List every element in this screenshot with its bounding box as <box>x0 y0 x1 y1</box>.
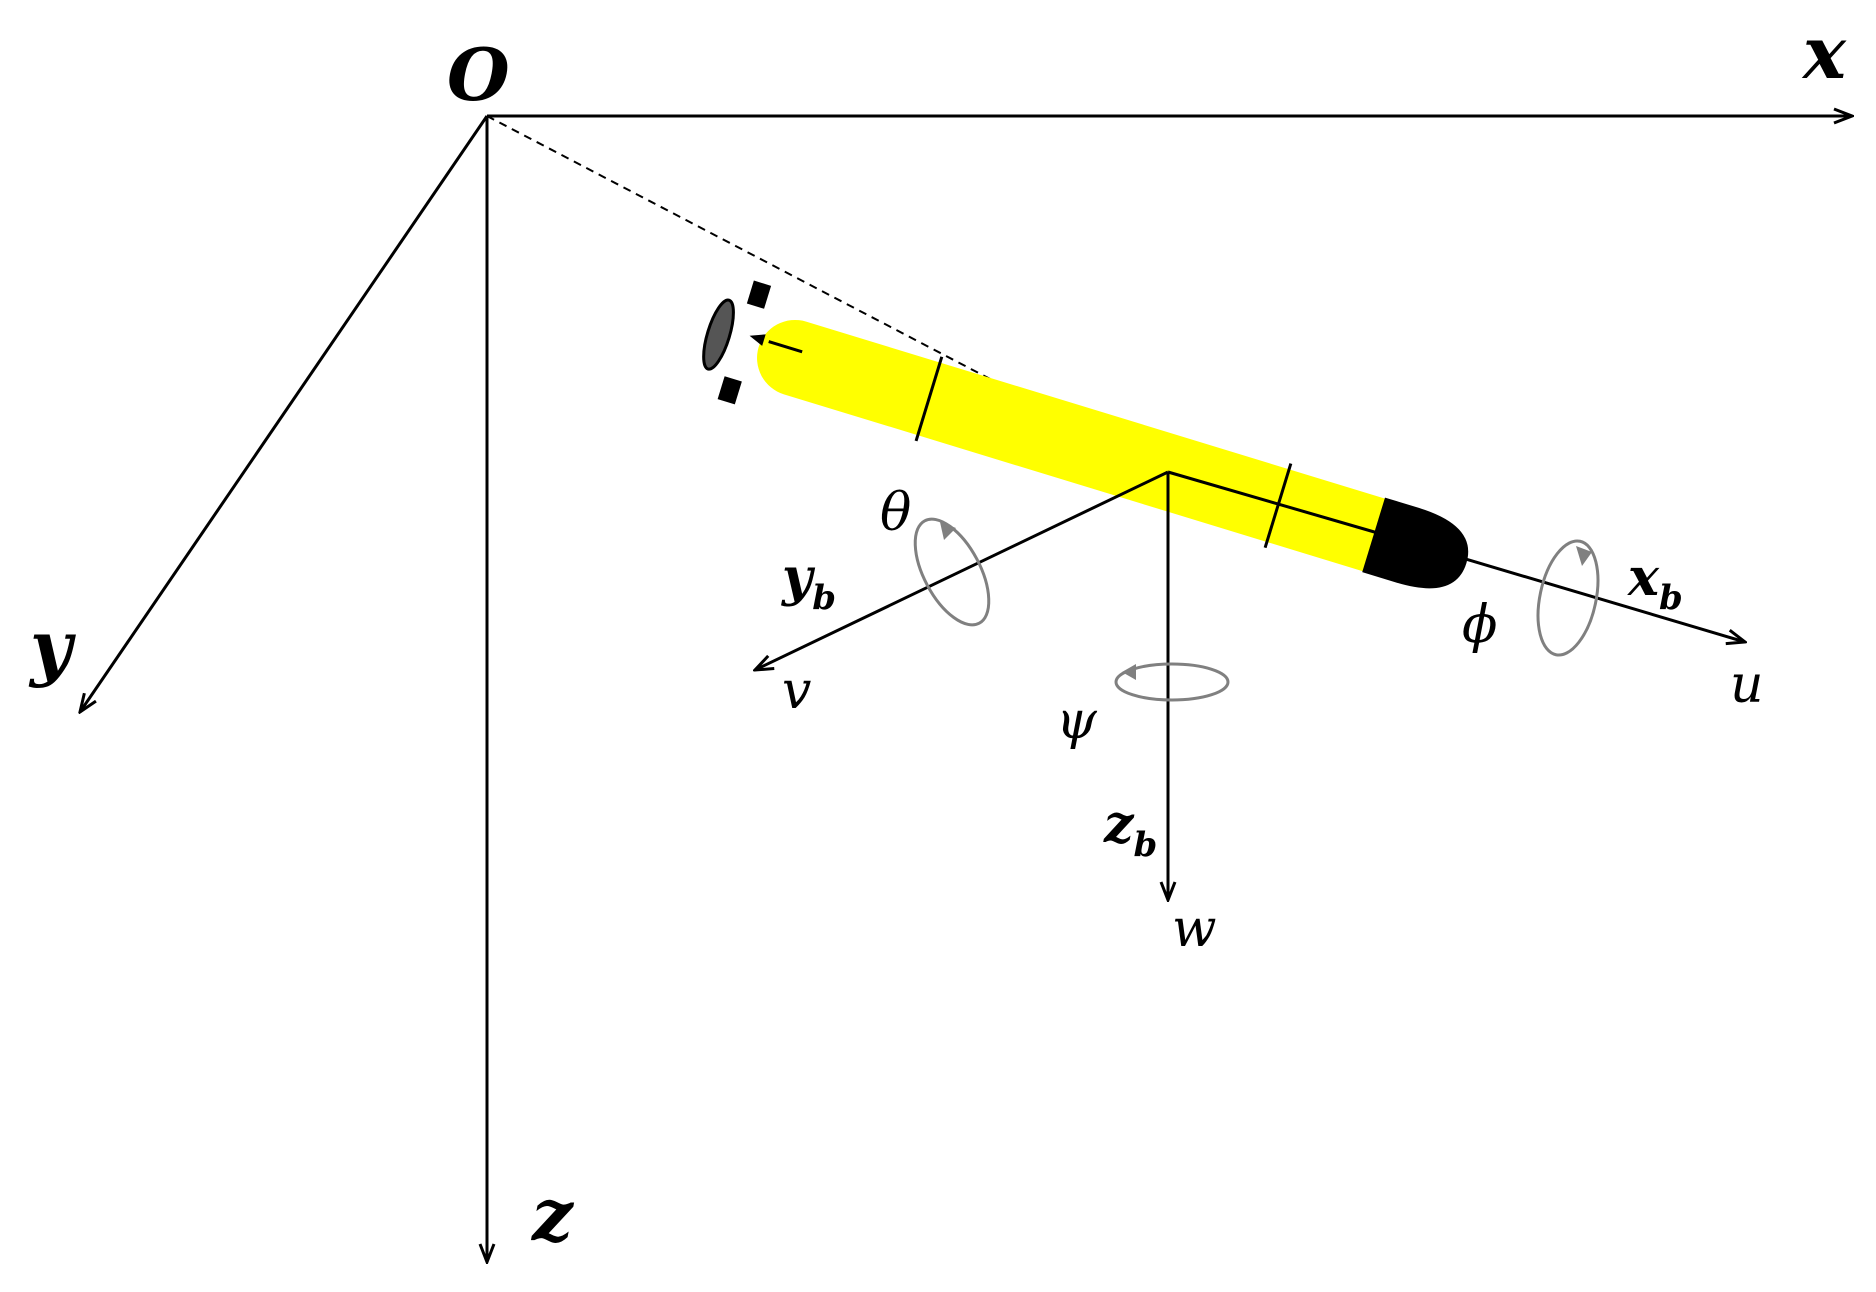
roll-rotation-icon <box>1536 539 1600 657</box>
auv-fin-bottom <box>717 376 742 405</box>
y-axis-label: y <box>28 604 76 689</box>
position-vector-line <box>486 115 1169 473</box>
pitch-angle-label: θ <box>880 483 911 543</box>
u-velocity-label: u <box>1730 655 1764 715</box>
yaw-angle-label: ψ <box>1056 691 1098 751</box>
xb-axis <box>1394 536 1745 642</box>
auv-section-line-1 <box>914 356 944 442</box>
pitch-rotation-icon <box>913 517 991 627</box>
v-velocity-label: v <box>782 661 811 721</box>
xb-axis-label: xb <box>1627 547 1683 618</box>
auv-section-line-2 <box>1263 463 1293 549</box>
yb-axis <box>755 470 1169 670</box>
auv-vehicle <box>702 280 1469 589</box>
auv-tail-arrow <box>749 334 766 346</box>
origin-label: O <box>447 32 510 117</box>
auv-tail-line <box>768 340 803 354</box>
auv-propeller <box>702 298 735 371</box>
y-axis <box>80 115 489 712</box>
w-velocity-label: w <box>1172 899 1217 959</box>
auv-body-axis-line <box>1167 470 1396 540</box>
auv-fin-top <box>746 280 772 309</box>
x-axis-label: x <box>1801 10 1847 95</box>
yaw-rotation-icon <box>1114 662 1230 702</box>
roll-angle-label: ϕ <box>1462 595 1497 655</box>
auv-hull <box>757 319 1390 573</box>
yb-axis-label: yb <box>781 547 836 618</box>
z-axis-label: z <box>530 1172 575 1257</box>
zb-axis-label: zb <box>1103 794 1157 865</box>
